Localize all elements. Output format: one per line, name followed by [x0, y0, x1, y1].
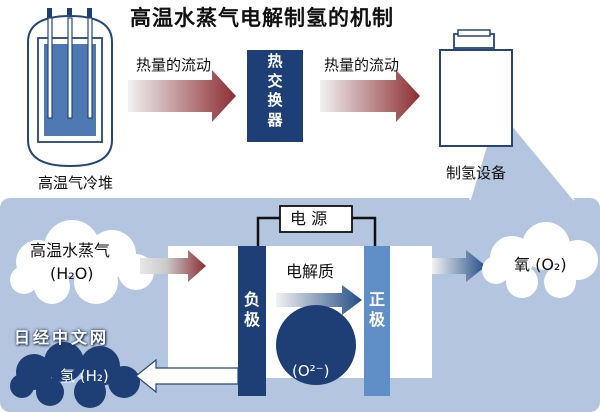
oxygen-cloud: [482, 222, 598, 298]
hydrogen-cloud: [10, 342, 140, 408]
steam-arrow: [140, 250, 206, 282]
plant-icon: [439, 29, 513, 147]
heat-arrow-left-shape: [128, 70, 236, 122]
heat-flow-right-label: 热量的流动: [324, 56, 400, 74]
watermark: 日经中文网: [14, 328, 110, 347]
anode-plate: [364, 246, 390, 396]
hydrogen-arrow: [135, 358, 239, 394]
oxygen-arrow: [432, 250, 486, 282]
ion-circle: [276, 305, 356, 385]
page-title: 高温水蒸气电解制氢的机制: [130, 6, 394, 30]
reactor-label: 高温气冷堆: [38, 174, 114, 192]
oxygen-label: 氧 (O₂): [514, 255, 567, 274]
steam-cloud: [10, 220, 154, 304]
power-label: 电 源: [290, 209, 328, 228]
steam-label-line2: (H₂O): [50, 264, 94, 283]
power-box: [279, 205, 353, 233]
electrolyte-arrow: [276, 285, 362, 315]
heat-exchanger-label: 热交换器: [267, 52, 283, 129]
ion-label: (O²⁻): [292, 362, 330, 380]
plant-label: 制氢设备: [446, 164, 507, 182]
heat-exchanger-box: [247, 50, 303, 142]
cathode-plate: [238, 246, 266, 396]
electrolyte-label: 电解质: [286, 262, 335, 281]
cathode-label: 负极: [243, 290, 260, 329]
heat-flow-left-label: 热量的流动: [136, 56, 212, 74]
hydrogen-label: 氢 (H₂): [60, 367, 109, 385]
steam-label-line1: 高温水蒸气: [30, 241, 111, 260]
reactor-icon: [27, 8, 113, 168]
heat-arrow-right-shape: [320, 70, 420, 122]
anode-label: 正极: [368, 290, 385, 329]
